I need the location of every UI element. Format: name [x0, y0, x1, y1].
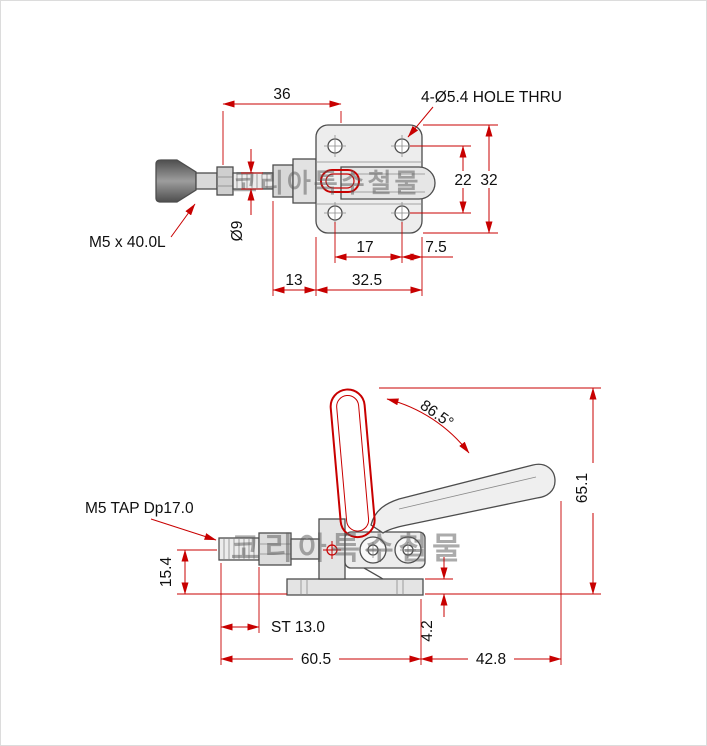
dim-text-4-2: 4.2 — [419, 620, 436, 642]
dim-text-rod-dia: Ø9 — [229, 221, 246, 242]
side-hex — [258, 532, 292, 566]
dim-text-bg — [468, 650, 514, 667]
side-thread-hatch — [223, 539, 255, 559]
base-hidden-lines — [300, 579, 404, 595]
spindle-knob — [155, 159, 197, 203]
handle-outline — [329, 388, 376, 539]
note-spindle: M5 x 40.0L — [89, 234, 166, 251]
note-holes: 4-Ø5.4 HOLE THRU — [421, 89, 562, 106]
thread-hatch — [236, 174, 268, 188]
dim-text-60-5: 60.5 — [301, 651, 331, 668]
leader-tap — [150, 518, 217, 541]
leader-spindle — [170, 203, 196, 238]
side-view-dimensions: 86.5° 65.1 M5 TAP Dp17.0 15.4 ST 13.0 4.… — [85, 387, 601, 668]
dim-text-bg — [450, 171, 476, 188]
watermark-top: 코리아특수철물 — [233, 168, 421, 198]
clamp-arm-top — [340, 166, 436, 200]
note-tap: M5 TAP Dp17.0 — [85, 500, 194, 517]
arm-inner-line — [398, 476, 537, 510]
pivot-pins — [359, 536, 422, 564]
handle-inner — [336, 394, 370, 532]
dim-text-32: 32 — [480, 172, 497, 189]
dim-text-bg — [293, 650, 339, 667]
side-collar — [290, 538, 320, 560]
watermark-bottom: 코리아특수철물 — [231, 531, 466, 566]
dim-text-22: 22 — [454, 172, 471, 189]
dim-text-65-1: 65.1 — [574, 473, 591, 503]
hex-nut — [216, 166, 234, 196]
hex-nut-lines — [217, 176, 233, 187]
base-plate — [286, 578, 424, 596]
angle-arc — [386, 398, 470, 454]
handle-pivot-marker — [323, 541, 341, 559]
dim-text-32-5: 32.5 — [352, 272, 382, 289]
top-view-dimensions: 36 4-Ø5.4 HOLE THRU 22 32 Ø9 M5 x 40.0L … — [89, 86, 562, 296]
top-view-part — [155, 124, 436, 234]
dim-text-bg — [476, 171, 502, 188]
clamp-arm-side — [370, 463, 556, 534]
leader-holes — [407, 106, 434, 138]
dim-text-angle: 86.5° — [417, 397, 457, 432]
dim-text-17: 17 — [356, 239, 373, 256]
spindle-shaft — [195, 172, 218, 190]
dim-text-42-8: 42.8 — [476, 651, 506, 668]
side-view-part — [218, 388, 556, 596]
dim-text-stroke: ST 13.0 — [271, 619, 325, 636]
dim-text-13: 13 — [285, 272, 302, 289]
mounting-holes — [324, 135, 413, 224]
dim-text-bg — [584, 463, 601, 513]
red-slot-outline — [320, 169, 360, 193]
dim-text-15-4: 15.4 — [158, 557, 175, 588]
dim-text-36: 36 — [273, 86, 290, 103]
side-hex-lines — [259, 543, 291, 555]
dim-text-7-5: 7.5 — [425, 239, 447, 256]
handle-group — [329, 388, 376, 539]
red-slot-inner — [325, 173, 355, 189]
